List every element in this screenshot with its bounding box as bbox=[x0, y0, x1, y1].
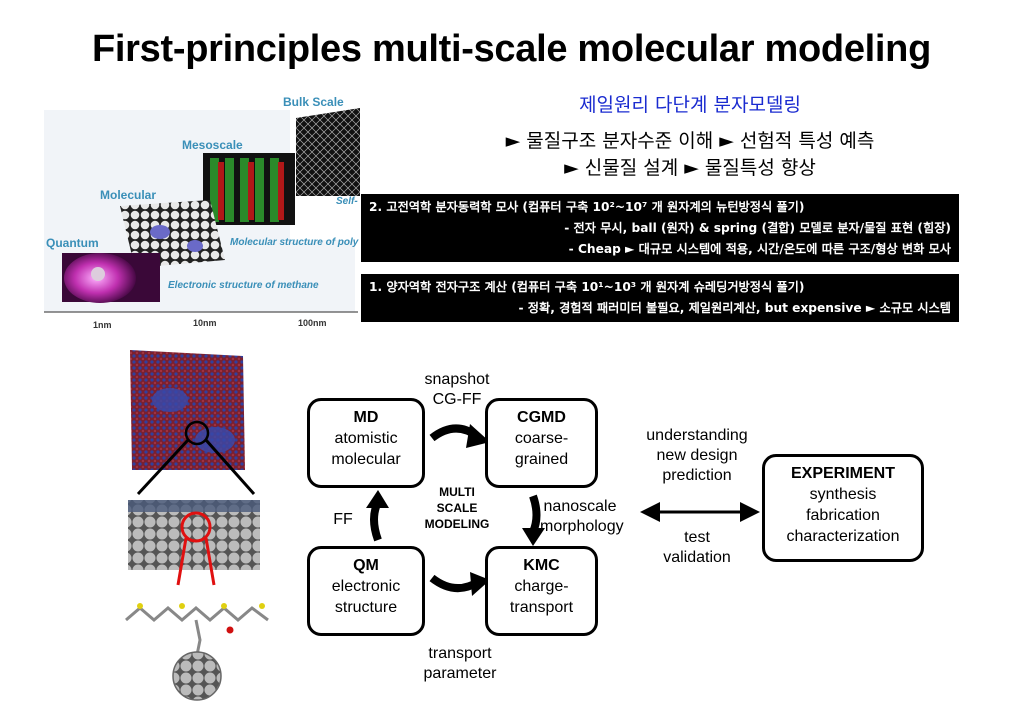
node-cgmd: CGMD coarse- grained bbox=[485, 398, 598, 488]
node-qm: QM electronic structure bbox=[307, 546, 425, 636]
axis-tick-1nm: 1nm bbox=[93, 320, 112, 330]
transport-parameter-label: transport parameter bbox=[423, 645, 497, 682]
page-title: First-principles multi-scale molecular m… bbox=[92, 28, 931, 70]
classical-md-line-1: 2. 고전역학 분자동력학 모사 (컴퓨터 구축 10²~10⁷ 개 원자계의 … bbox=[369, 200, 805, 214]
nanoscale-morphology-label: nanoscale morphology bbox=[540, 498, 624, 535]
md-box-image bbox=[130, 350, 245, 470]
molecular-images bbox=[125, 350, 269, 701]
classical-md-line-3: - Cheap ► 대규모 시스템에 적용, 시간/온도에 따른 구조/형상 변… bbox=[568, 242, 951, 256]
quantum-label: Quantum bbox=[46, 236, 99, 250]
classical-md-line-2: - 전자 무시, ball (원자) & spring (결합) 모델로 분자/… bbox=[564, 221, 951, 235]
self-label: Self- bbox=[336, 196, 358, 207]
electronic-structure-label: Electronic structure of methane bbox=[168, 280, 319, 291]
quantum-box: 1. 양자역학 전자구조 계산 (컴퓨터 구축 10¹~10³ 개 원자계 슈레… bbox=[361, 274, 959, 322]
korean-line-2: ► 신물질 설계 ► 물질특성 향상 bbox=[564, 157, 816, 179]
korean-line-1: ► 물질구조 분자수준 이해 ► 선험적 특성 예측 bbox=[505, 130, 875, 152]
axis-tick-10nm: 10nm bbox=[193, 318, 217, 328]
molecular-label: Molecular bbox=[100, 188, 157, 202]
korean-title: 제일원리 다단계 분자모델링 bbox=[579, 94, 801, 116]
ff-label: FF bbox=[333, 511, 353, 528]
bulk-scale-image bbox=[296, 108, 360, 196]
quantum-line-2: - 정확, 경험적 패러미터 불필요, 제일원리계산, but expensiv… bbox=[518, 301, 951, 315]
axis-tick-100nm: 100nm bbox=[298, 318, 327, 328]
flow-arrows bbox=[366, 424, 760, 596]
bulk-scale-label: Bulk Scale bbox=[283, 95, 344, 109]
quantum-line-1: 1. 양자역학 전자구조 계산 (컴퓨터 구축 10¹~10³ 개 원자계 슈레… bbox=[369, 280, 805, 294]
multiscale-illustration bbox=[44, 108, 360, 313]
test-validation-label: test validation bbox=[663, 529, 731, 566]
understanding-label: understanding new design prediction bbox=[646, 427, 748, 484]
node-md: MD atomistic molecular bbox=[307, 398, 425, 488]
node-experiment: EXPERIMENT synthesis fabrication charact… bbox=[762, 454, 924, 562]
snapshot-cgff-label: snapshot CG-FF bbox=[424, 371, 490, 408]
multiscale-modeling-label: MULTI SCALE MODELING bbox=[424, 485, 490, 531]
fullerene-image bbox=[172, 651, 222, 701]
classical-md-box: 2. 고전역학 분자동력학 모사 (컴퓨터 구축 10²~10⁷ 개 원자계의 … bbox=[361, 194, 959, 262]
node-kmc: KMC charge- transport bbox=[485, 546, 598, 636]
arrow-cgmd-to-kmc bbox=[529, 494, 541, 534]
molecular-structure-label: Molecular structure of poly bbox=[230, 237, 359, 248]
mesoscale-label: Mesoscale bbox=[182, 138, 243, 152]
